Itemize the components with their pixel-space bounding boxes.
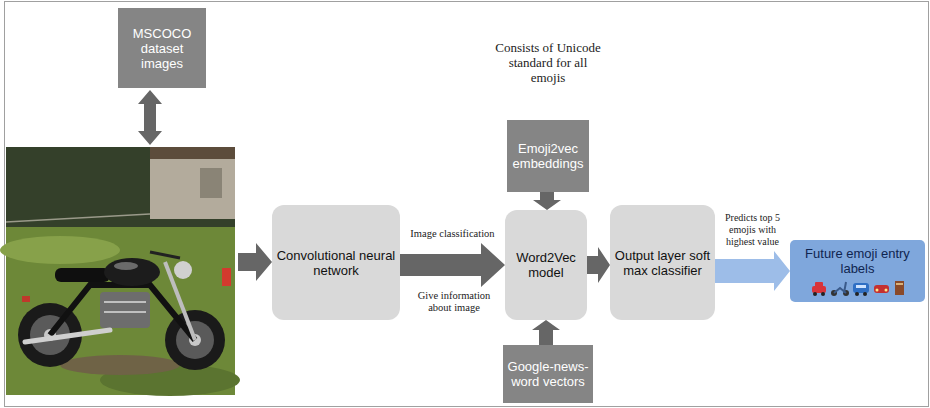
bike-engine-fin (104, 311, 146, 313)
bike-headlight (174, 261, 192, 279)
box-text: MSCOCO dataset images (121, 26, 203, 71)
car-front-light (876, 289, 879, 292)
bike-reflector (22, 296, 30, 302)
photo-dirt (60, 355, 180, 375)
process-box: Word2Vec model (505, 210, 587, 320)
vectors-box: Google-news-word vectors (503, 345, 593, 403)
bike-handlebar (150, 252, 180, 258)
car-front-light (885, 289, 888, 292)
photo-grass-patch (0, 236, 120, 264)
flow-arrow (532, 320, 560, 345)
van-icon-wheel (855, 292, 859, 296)
car-icon (812, 286, 826, 293)
double-arrow (138, 90, 162, 145)
embedding-box: Emoji2vec embeddings (507, 120, 589, 192)
bike-engine (100, 292, 150, 328)
process-box: Output layer soft max classifier (610, 205, 715, 320)
flow-arrow (587, 247, 610, 283)
bike-exhaust (25, 330, 110, 342)
van-icon (853, 283, 869, 293)
box-text: Convolutional neural network (275, 248, 397, 278)
box-text: Future emoji entry labels (793, 246, 922, 276)
note-label: Give information about image (405, 290, 503, 314)
flow-arrow (533, 192, 561, 210)
bike-fork (165, 262, 195, 340)
photo-window (200, 168, 222, 198)
bike-tank-shine (114, 262, 138, 270)
edge-label: Image classification (404, 227, 502, 240)
photo-red-can (222, 268, 231, 286)
bike-engine-fin (104, 301, 146, 303)
bike-seat (55, 268, 110, 282)
photo-trees (6, 147, 235, 227)
photo-roof (150, 147, 235, 159)
note-label: Consists of Unicode standard for all emo… (490, 40, 606, 85)
van-icon-wheel (863, 292, 867, 296)
box-text: Word2Vec model (508, 250, 584, 280)
car-icon-roof (815, 282, 823, 287)
car-front-icon (874, 285, 889, 293)
car-icon-wheel (813, 292, 817, 296)
bike-frame (50, 285, 195, 340)
frame-border (5, 2, 929, 407)
scooter-icon-body (834, 282, 846, 293)
edge-label: Predicts top 5 emojis with highest value (718, 212, 788, 248)
input-arrow (238, 243, 272, 281)
book-icon (895, 281, 904, 295)
van-icon-window (856, 285, 866, 288)
photo-fence (6, 214, 150, 222)
process-box: Convolutional neural network (272, 205, 400, 320)
bike-tank (104, 258, 160, 286)
photo-ground (6, 147, 235, 395)
flow-arrow (715, 251, 790, 291)
box-text: Emoji2vec embeddings (510, 141, 586, 171)
photo-house (150, 147, 235, 219)
car-icon-wheel (821, 292, 825, 296)
box-text: Output layer soft max classifier (613, 248, 712, 278)
book-icon-band (896, 283, 903, 285)
dataset-box: MSCOCO dataset images (118, 8, 206, 88)
flow-arrow (400, 243, 505, 287)
box-text: Google-news-word vectors (506, 359, 590, 389)
